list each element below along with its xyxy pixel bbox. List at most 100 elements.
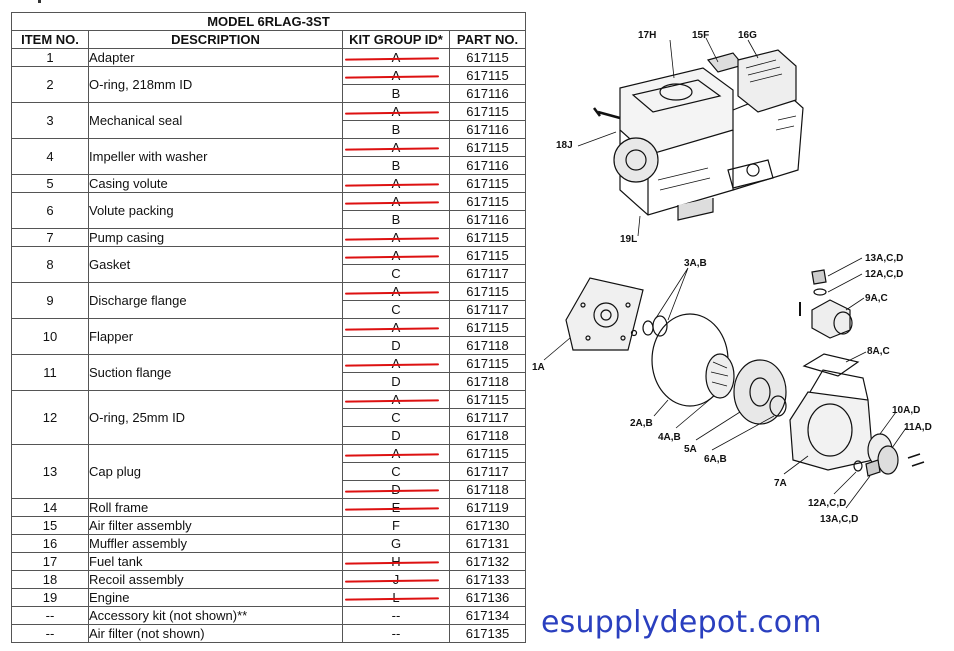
part-no-cell: 617133: [449, 570, 526, 589]
description-cell: Adapter: [88, 48, 343, 67]
callout-18J: 18J: [556, 140, 573, 151]
callout-4AB: 4A,B: [658, 432, 681, 443]
casing-volute-illustration: [733, 359, 787, 425]
part-no-cell: 617115: [449, 66, 526, 85]
kit-group-cell: C: [342, 408, 450, 427]
suction-flange-illustration: [867, 433, 925, 475]
item-no-cell: --: [11, 624, 89, 643]
description-cell: Mechanical seal: [88, 102, 343, 139]
header-row: ITEM NO. DESCRIPTION KIT GROUP ID* PART …: [11, 30, 526, 49]
part-no-cell: 617117: [449, 408, 526, 427]
description-cell: Muffler assembly: [88, 534, 343, 553]
exploded-parts-diagram: 17H 15F 16G 18J 19L 13A,C,D 12A,C,D 9A,C…: [528, 20, 954, 540]
callout-13ACD-top: 13A,C,D: [865, 253, 903, 264]
stray-dot: [38, 0, 41, 3]
part-no-cell: 617130: [449, 516, 526, 535]
item-no-cell: 10: [11, 318, 89, 355]
callout-13ACD-bottom: 13A,C,D: [820, 514, 858, 525]
kit-group-cell-struck: A: [342, 102, 450, 121]
header-description: DESCRIPTION: [88, 30, 343, 49]
description-cell: Air filter (not shown): [88, 624, 343, 643]
callout-3AB: 3A,B: [684, 258, 707, 269]
discharge-flange-illustration: [799, 299, 853, 339]
callout-12ACD-top: 12A,C,D: [865, 269, 903, 280]
callout-10AD: 10A,D: [892, 405, 920, 416]
kit-group-cell-struck: A: [342, 138, 450, 157]
item-no-cell: 19: [11, 588, 89, 607]
item-no-cell: 13: [11, 444, 89, 499]
kit-group-cell-struck: A: [342, 318, 450, 337]
callout-8AC: 8A,C: [867, 346, 890, 357]
kit-group-cell: B: [342, 120, 450, 139]
callout-16G: 16G: [738, 30, 757, 41]
kit-group-cell-struck: J: [342, 570, 450, 589]
description-cell: Accessory kit (not shown)**: [88, 606, 343, 625]
part-no-cell: 617118: [449, 426, 526, 445]
item-no-cell: 8: [11, 246, 89, 283]
callout-15F: 15F: [692, 30, 709, 41]
kit-group-cell-struck: A: [342, 174, 450, 193]
kit-group-cell-struck: A: [342, 282, 450, 301]
kit-group-cell: --: [342, 624, 450, 643]
part-no-cell: 617131: [449, 534, 526, 553]
description-cell: Recoil assembly: [88, 570, 343, 589]
kit-group-cell: G: [342, 534, 450, 553]
description-cell: Engine: [88, 588, 343, 607]
model-title-row: MODEL 6RLAG-3ST: [11, 12, 526, 31]
callout-6AB: 6A,B: [704, 454, 727, 465]
part-no-cell: 617115: [449, 318, 526, 337]
item-no-cell: 11: [11, 354, 89, 391]
item-no-cell: 4: [11, 138, 89, 175]
part-no-cell: 617115: [449, 48, 526, 67]
kit-group-cell-struck: H: [342, 552, 450, 571]
part-no-cell: 617116: [449, 120, 526, 139]
kit-group-cell-struck: A: [342, 390, 450, 409]
kit-group-cell: C: [342, 462, 450, 481]
part-no-cell: 617115: [449, 246, 526, 265]
diagram-svg: 17H 15F 16G 18J 19L 13A,C,D 12A,C,D 9A,C…: [532, 30, 932, 525]
part-no-cell: 617117: [449, 300, 526, 319]
description-cell: Gasket: [88, 246, 343, 283]
callout-1A: 1A: [532, 362, 545, 373]
description-cell: Flapper: [88, 318, 343, 355]
description-cell: Casing volute: [88, 174, 343, 193]
kit-group-cell-struck: E: [342, 498, 450, 517]
kit-group-cell: --: [342, 606, 450, 625]
kit-group-cell-struck: A: [342, 228, 450, 247]
item-no-cell: --: [11, 606, 89, 625]
part-no-cell: 617115: [449, 102, 526, 121]
kit-group-cell: B: [342, 210, 450, 229]
kit-group-cell-struck: A: [342, 444, 450, 463]
description-cell: Pump casing: [88, 228, 343, 247]
adapter-plate-illustration: [565, 277, 644, 351]
part-no-cell: 617115: [449, 390, 526, 409]
callout-17H: 17H: [638, 30, 656, 41]
item-no-cell: 2: [11, 66, 89, 103]
kit-group-cell: D: [342, 426, 450, 445]
description-cell: Impeller with washer: [88, 138, 343, 175]
table-row: --Accessory kit (not shown)**--617134: [11, 606, 526, 625]
description-cell: Cap plug: [88, 444, 343, 499]
parts-table: MODEL 6RLAG-3ST ITEM NO. DESCRIPTION KIT…: [11, 12, 526, 643]
description-cell: Fuel tank: [88, 552, 343, 571]
callout-12ACD-bottom: 12A,C,D: [808, 498, 846, 509]
brand-watermark[interactable]: esupplydepot.com: [541, 605, 822, 640]
item-no-cell: 3: [11, 102, 89, 139]
description-cell: Air filter assembly: [88, 516, 343, 535]
volute-packing-illustration: [769, 395, 787, 417]
part-no-cell: 617136: [449, 588, 526, 607]
